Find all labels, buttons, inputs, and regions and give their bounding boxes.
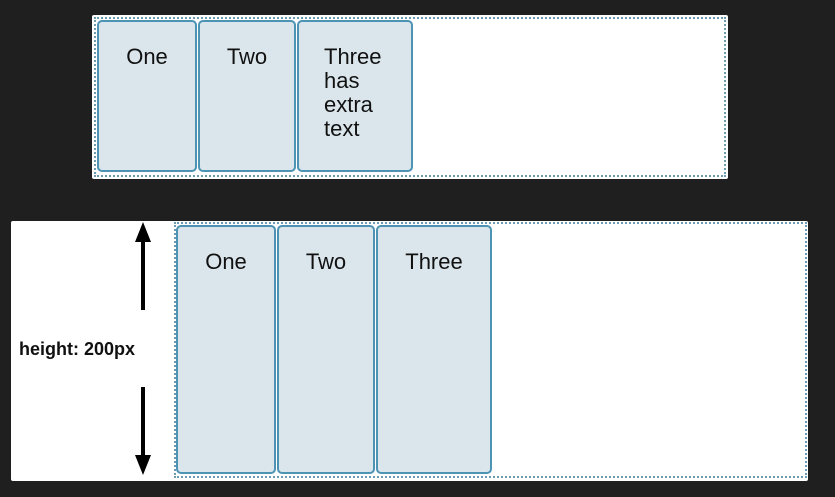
top-flex-container <box>94 17 726 177</box>
down-arrow-icon <box>135 387 151 475</box>
top-item-three-label: Three has extra text <box>324 44 382 141</box>
bottom-item-three: Three <box>376 225 492 474</box>
top-item-two: Two <box>198 20 296 172</box>
top-item-one-label: One <box>126 44 168 69</box>
bottom-item-two-label: Two <box>305 249 347 274</box>
bottom-item-one-label: One <box>205 249 247 274</box>
height-annotation: height: 200px <box>19 339 136 359</box>
top-item-three: Three has extra text <box>297 20 413 172</box>
bottom-item-one: One <box>176 225 276 474</box>
top-item-one: One <box>97 20 197 172</box>
bottom-item-two: Two <box>277 225 375 474</box>
top-item-two-label: Two <box>226 44 268 69</box>
bottom-item-three-label: Three <box>405 249 463 274</box>
up-arrow-icon <box>135 222 151 310</box>
bottom-flex-container <box>174 222 807 478</box>
